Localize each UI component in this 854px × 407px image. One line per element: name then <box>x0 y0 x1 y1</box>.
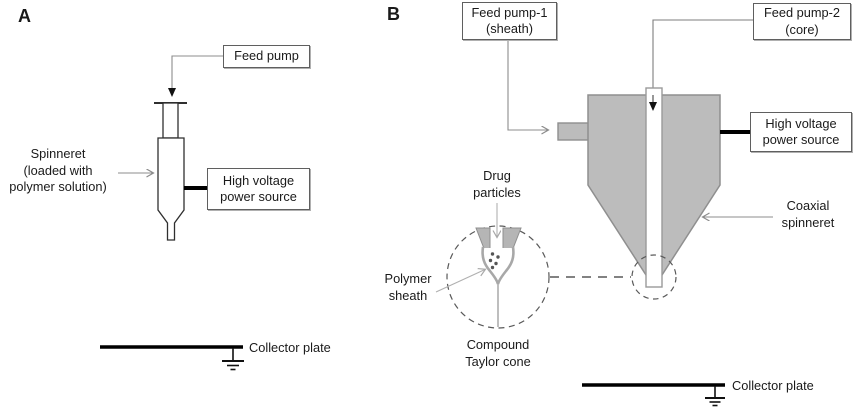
feed-pump1-connector-line <box>507 40 548 130</box>
inset-nozzle-wall-right <box>502 227 522 249</box>
hv-power-b-line2: power source <box>762 132 840 147</box>
taylor-cone-fill <box>482 248 514 284</box>
inset-dashed-circle <box>446 225 550 329</box>
collector-plate-label-a: Collector plate <box>249 340 331 355</box>
feed-pump2-line2: (core) <box>785 21 819 37</box>
hv-power-box-a: High voltage power source <box>207 168 310 210</box>
hv-power-box-b: High voltage power source <box>750 112 852 152</box>
coaxial-spinneret-label: Coaxial spinneret <box>772 198 844 231</box>
feed-pump1-line1: Feed pump-1 <box>471 4 548 20</box>
taylor-label-line2: Taylor cone <box>465 353 531 369</box>
spinneret-label-line1: Spinneret <box>30 146 86 161</box>
panel-a-label: A <box>18 6 32 26</box>
polymer-sheath-pointer <box>435 270 485 293</box>
feed-pump1-line2: (sheath) <box>486 21 533 36</box>
syringe-barrel <box>157 137 185 241</box>
feed-pump2-connector-line <box>649 19 753 111</box>
feed-pump-box-label: Feed pump <box>234 48 299 64</box>
drug-particle-dots <box>488 252 500 270</box>
coaxial-label-line1: Coaxial <box>786 198 830 213</box>
feed-pump-box: Feed pump <box>223 45 310 68</box>
coaxial-label-line2: spinneret <box>781 214 835 230</box>
ground-symbol-a <box>222 348 244 371</box>
spinneret-label-line2: (loaded with <box>23 162 93 178</box>
hv-power-b-line1: High voltage <box>765 115 837 131</box>
spinneret-label-line3: polymer solution) <box>9 179 107 194</box>
polymer-label-line1: Polymer <box>384 271 432 286</box>
syringe-plunger <box>162 102 179 139</box>
feed-pump2-box: Feed pump-2 (core) <box>753 3 851 40</box>
polymer-sheath-label: Polymer sheath <box>373 271 443 304</box>
compound-taylor-cone-label: Compound Taylor cone <box>448 337 548 370</box>
taylor-label-line1: Compound <box>466 337 530 352</box>
hv-power-a-line2: power source <box>220 189 297 204</box>
feed-pump-connector-line <box>168 55 223 97</box>
sheath-inlet <box>557 122 590 141</box>
core-tube <box>645 87 663 288</box>
drug-particles-label: Drug particles <box>462 168 532 201</box>
feed-pump1-box: Feed pump-1 (sheath) <box>462 2 557 40</box>
polymer-sheath-outline-right <box>496 246 515 285</box>
ground-symbol-b <box>705 386 725 407</box>
drug-label-line2: particles <box>473 184 521 200</box>
panel-b-shapes <box>435 19 773 407</box>
hv-power-a-line1: High voltage <box>222 172 295 188</box>
feed-pump2-line1: Feed pump-2 <box>763 5 841 20</box>
tip-dashed-circle <box>631 254 677 300</box>
inset-nozzle-wall-left <box>475 227 491 249</box>
panel-b-label: B <box>387 4 401 24</box>
collector-plate-label-b: Collector plate <box>732 378 814 393</box>
drug-label-line1: Drug <box>483 168 511 183</box>
polymer-label-line2: sheath <box>388 287 428 303</box>
spinneret-label: Spinneret (loaded with polymer solution) <box>0 146 116 196</box>
polymer-sheath-outline-left <box>481 246 500 285</box>
panel-a-shapes <box>100 55 244 371</box>
